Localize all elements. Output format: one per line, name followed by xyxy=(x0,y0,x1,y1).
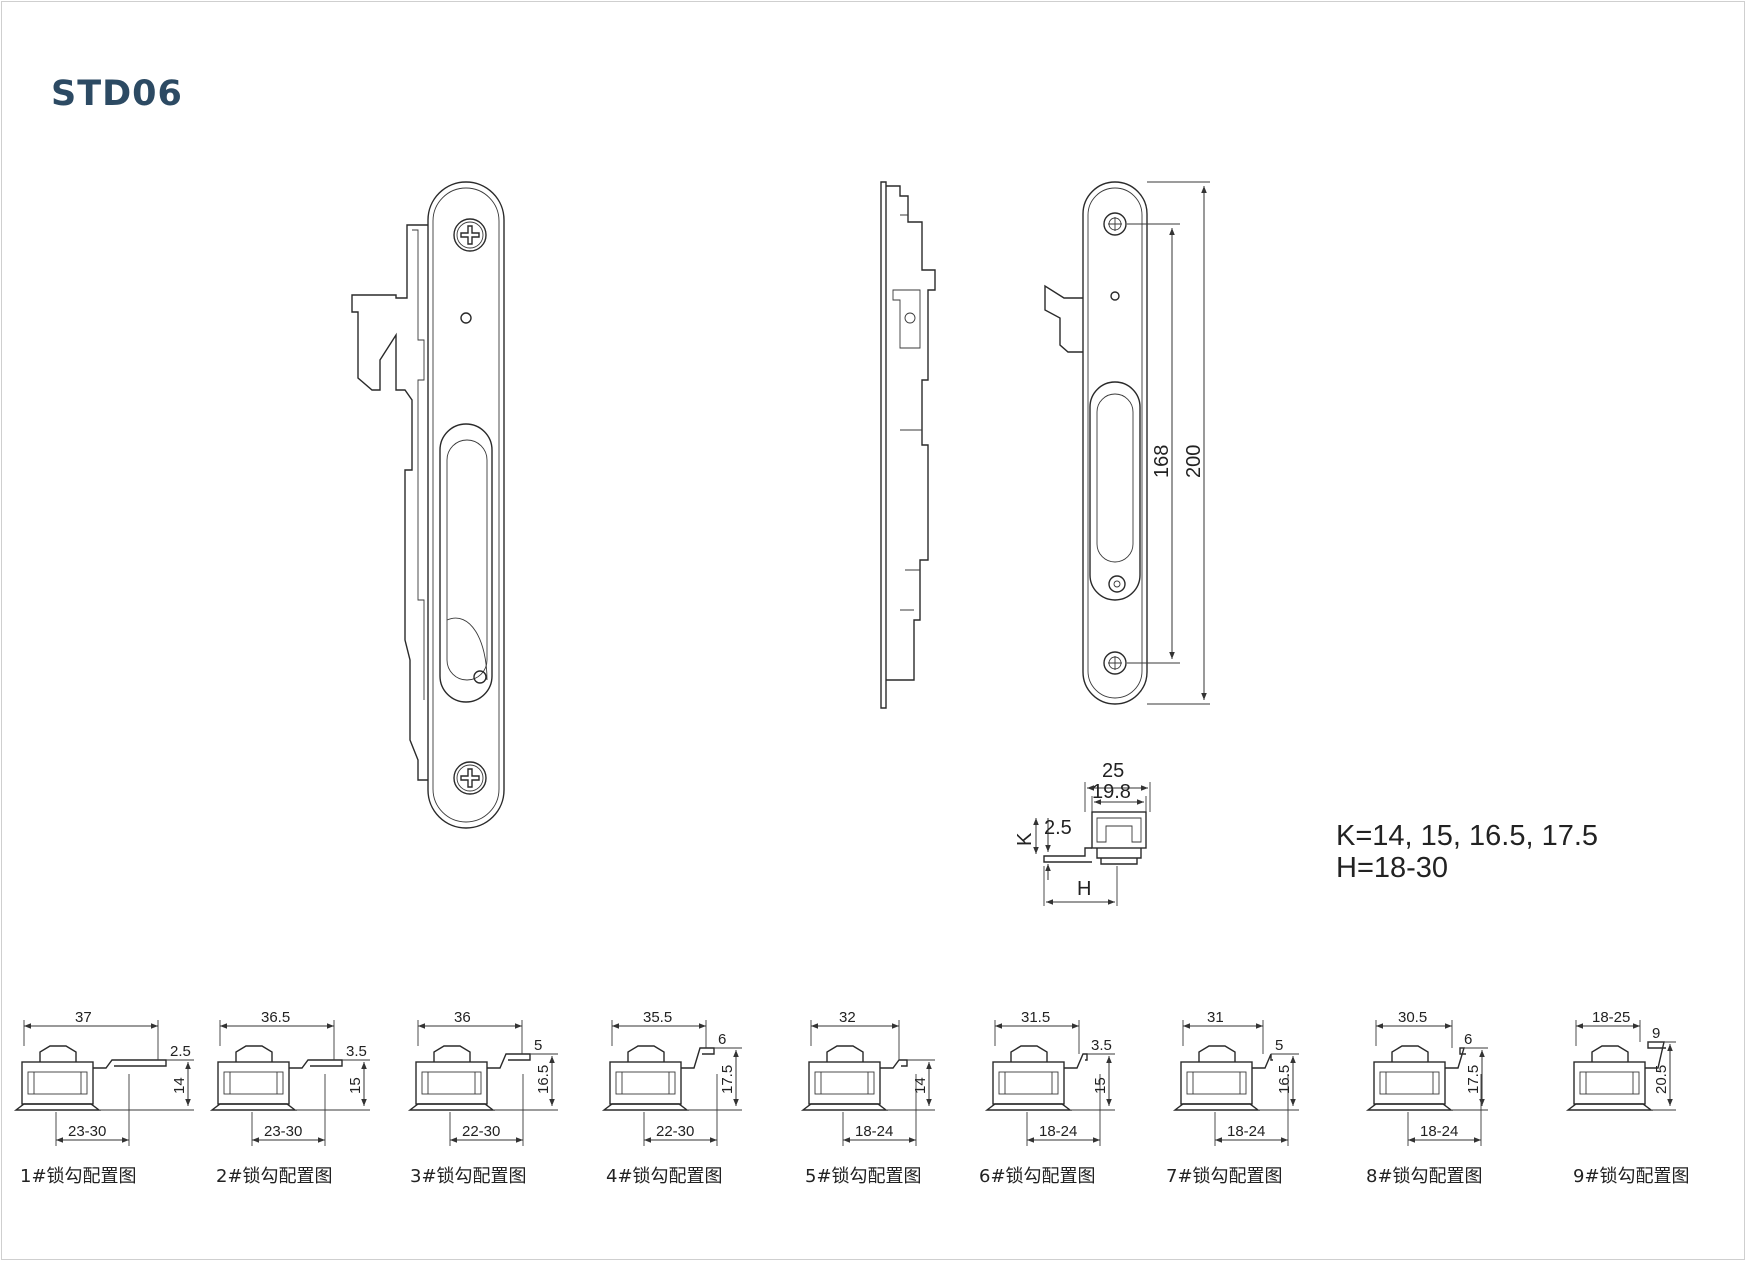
hook-5-range: 18-24 xyxy=(855,1123,893,1140)
hook-caption-4: 4#锁勾配置图 xyxy=(606,1166,723,1187)
hook-7-height: 16.5 xyxy=(1276,1065,1293,1094)
detail-view xyxy=(1033,782,1151,906)
hook-1-range: 23-30 xyxy=(68,1123,106,1140)
hook-4-side: 6 xyxy=(718,1031,726,1048)
hook-9-height: 20.5 xyxy=(1653,1065,1670,1094)
hook-config-5: 32 14 18-24 xyxy=(800,1009,935,1146)
model-title: STD06 xyxy=(51,74,183,114)
detail-offset: 2.5 xyxy=(1044,817,1072,839)
hook-3-top: 36 xyxy=(454,1009,471,1026)
top-screw-icon xyxy=(453,218,487,252)
hook-5-height: 14 xyxy=(912,1077,929,1094)
hook-caption-7: 7#锁勾配置图 xyxy=(1166,1166,1283,1187)
hook-1-height: 14 xyxy=(171,1077,188,1094)
hook-8-top: 30.5 xyxy=(1398,1009,1427,1026)
hook-6-range: 18-24 xyxy=(1039,1123,1077,1140)
hook-8-side: 6 xyxy=(1464,1031,1472,1048)
hook-2-top: 36.5 xyxy=(261,1009,290,1026)
front-view xyxy=(1044,181,1210,705)
hook-7-side: 5 xyxy=(1275,1037,1283,1054)
hook-config-1: 37 14 2.5 23-30 xyxy=(13,1009,194,1146)
hook-config-7: 31 16.5 5 18-24 xyxy=(1172,1009,1299,1146)
overall-height-dim: 200 xyxy=(1183,445,1205,478)
hook-4-height: 17.5 xyxy=(719,1065,736,1094)
hook-2-range: 23-30 xyxy=(264,1123,302,1140)
hook-7-range: 18-24 xyxy=(1227,1123,1265,1140)
hook-caption-2: 2#锁勾配置图 xyxy=(216,1166,333,1187)
hook-config-3: 36 16.5 5 22-30 xyxy=(407,1009,558,1146)
hook-caption-8: 8#锁勾配置图 xyxy=(1366,1166,1483,1187)
h-values-note: H=18-30 xyxy=(1336,852,1449,884)
hook-config-9: 18-25 20.5 9 xyxy=(1565,1009,1676,1111)
hook-caption-3: 3#锁勾配置图 xyxy=(410,1166,527,1187)
hook-8-height: 17.5 xyxy=(1465,1065,1482,1094)
hook-9-top: 18-25 xyxy=(1592,1009,1630,1026)
hook-6-top: 31.5 xyxy=(1021,1009,1050,1026)
hook-caption-6: 6#锁勾配置图 xyxy=(979,1166,1096,1187)
hook-4-range: 22-30 xyxy=(656,1123,694,1140)
hook-4-top: 35.5 xyxy=(643,1009,672,1026)
hole-spacing-dim: 168 xyxy=(1151,445,1173,478)
hook-3-side: 5 xyxy=(534,1037,542,1054)
hook-config-8: 30.5 17.5 6 18-24 xyxy=(1365,1009,1488,1146)
hook-3-height: 16.5 xyxy=(535,1065,552,1094)
hook-caption-5: 5#锁勾配置图 xyxy=(805,1166,922,1187)
detail-h-label: H xyxy=(1077,878,1091,900)
hook-configurations: 37142.523-3036.5153.523-303616.5522-3035… xyxy=(13,1009,1676,1146)
hook-6-side: 3.5 xyxy=(1091,1037,1112,1054)
hook-config-6: 31.5 15 3.5 18-24 xyxy=(984,1009,1115,1146)
hook-2-side: 3.5 xyxy=(346,1043,367,1060)
perspective-view xyxy=(351,181,505,829)
hook-3-range: 22-30 xyxy=(462,1123,500,1140)
side-view xyxy=(880,181,936,709)
hook-8-range: 18-24 xyxy=(1420,1123,1458,1140)
detail-k-label: K xyxy=(1014,832,1036,846)
hook-9-side: 9 xyxy=(1652,1025,1660,1042)
hook-7-top: 31 xyxy=(1207,1009,1224,1026)
hook-config-2: 36.5 15 3.5 23-30 xyxy=(209,1009,370,1146)
hook-5-top: 32 xyxy=(839,1009,856,1026)
detail-width-outer: 25 xyxy=(1102,760,1124,782)
hook-config-4: 35.5 17.5 6 22-30 xyxy=(601,1009,742,1146)
hook-1-side: 2.5 xyxy=(170,1043,191,1060)
detail-width-inner: 19.8 xyxy=(1092,781,1131,803)
hook-caption-9: 9#锁勾配置图 xyxy=(1573,1166,1690,1187)
hook-6-height: 15 xyxy=(1092,1077,1109,1094)
hook-1-top: 37 xyxy=(75,1009,92,1026)
hook-caption-1: 1#锁勾配置图 xyxy=(20,1166,137,1187)
bottom-screw-icon xyxy=(453,761,487,795)
hook-2-height: 15 xyxy=(347,1077,364,1094)
k-values-note: K=14, 15, 16.5, 17.5 xyxy=(1336,820,1599,852)
